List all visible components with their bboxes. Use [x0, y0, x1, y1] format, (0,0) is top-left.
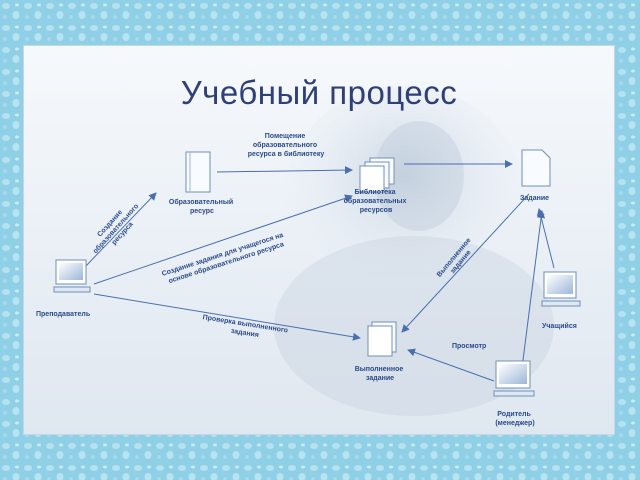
completed-label-1: Выполненное	[355, 366, 404, 373]
edge-check-task-2: задания	[230, 328, 259, 339]
svg-text:Выполненное задание: Выполненное задание	[355, 366, 406, 382]
document-icon	[185, 151, 211, 193]
slide-background-photo	[24, 46, 614, 434]
edge-place-resource-2: образовательного	[253, 141, 317, 149]
slide-title: Учебный процесс	[180, 74, 458, 111]
arrow-task-to-completed	[401, 193, 530, 333]
arrow-parent-to-task	[521, 210, 546, 369]
edge-view: Просмотр	[452, 343, 486, 350]
document-stack-icon	[359, 157, 395, 193]
computer-icon	[53, 259, 91, 293]
arrow-teacher-to-library	[93, 194, 353, 285]
document-stack-icon	[367, 321, 397, 357]
library-label-2: образовательных	[344, 197, 407, 205]
svg-text:Образовательный ресурс: Образовательный ресурс	[169, 198, 235, 215]
arrow-teacher-to-resource	[83, 192, 157, 269]
resource-label-1: Образовательный	[169, 198, 233, 206]
arrow-resource-to-library	[216, 166, 353, 175]
arrow-parent-to-completed	[407, 348, 495, 382]
computer-icon	[541, 271, 581, 307]
resource-label-2: ресурс	[190, 208, 214, 215]
library-label-1: Библиотека	[354, 188, 395, 196]
svg-text:Помещение образовательно: Помещение образовательного ресурса в биб…	[248, 133, 325, 158]
parent-label-2: (менеджер)	[495, 420, 534, 427]
edge-create-resource-2: образовательного	[91, 202, 140, 255]
svg-text:Библиотека образовательн: Библиотека образовательных ресурсов	[344, 188, 409, 214]
library-label-3: ресурсов	[360, 207, 393, 214]
svg-text:Родитель (менеджер): Родитель (менеджер)	[495, 411, 534, 427]
svg-text:Создание образовательног: Создание образовательного ресурса	[86, 196, 147, 261]
process-diagram: Преподаватель Образовательный ресурс Биб…	[36, 133, 581, 427]
student-label: Учащийся	[542, 322, 577, 330]
completed-label-2: задание	[366, 375, 394, 382]
svg-text:Выполненное задание: Выполненное задание	[436, 235, 480, 283]
teacher-label: Преподаватель	[36, 311, 91, 318]
slide: Учебный процесс	[24, 46, 614, 434]
parent-label-1: Родитель	[497, 411, 531, 418]
document-icon	[521, 149, 551, 187]
edge-place-resource-3: ресурса в библиотеку	[248, 150, 325, 158]
task-label: Задание	[520, 195, 549, 202]
arrow-teacher-to-completed	[93, 293, 361, 341]
computer-icon	[493, 360, 535, 397]
edge-place-resource-1: Помещение	[265, 133, 306, 140]
